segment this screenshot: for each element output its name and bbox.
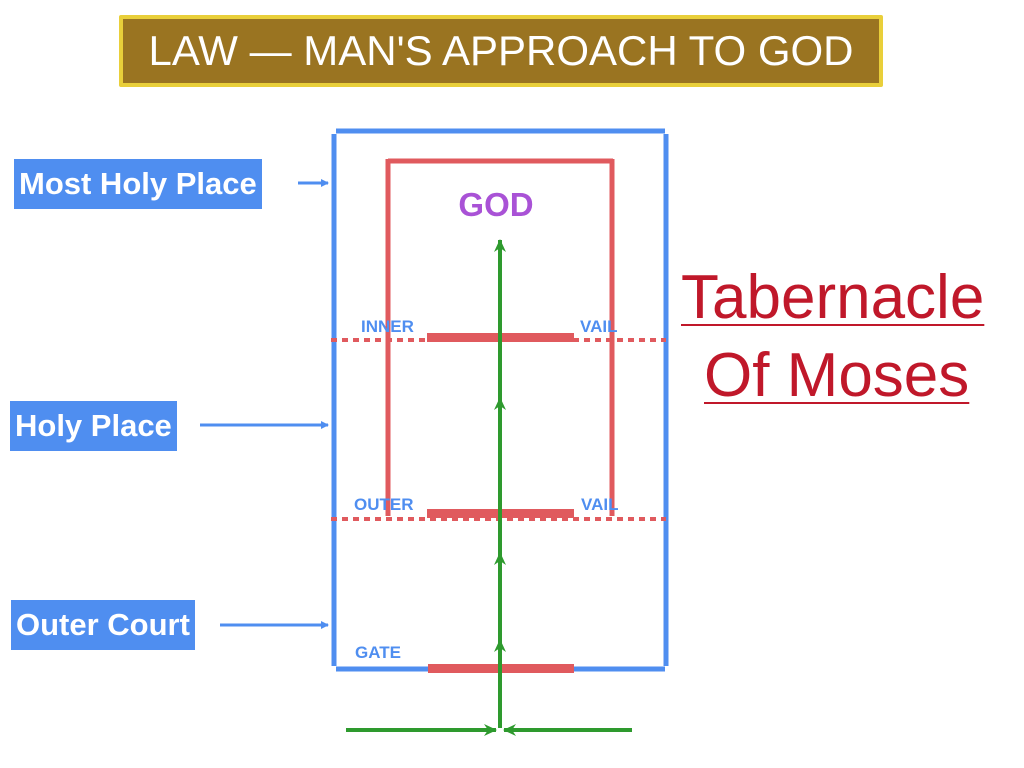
outer-vail-label: VAIL [581,495,618,514]
inner-label: INNER [361,317,414,336]
outer-label: OUTER [354,495,414,514]
sanctuary-boundary [385,158,615,516]
tabernacle-title-line1: Tabernacle [681,263,985,332]
gate-label: GATE [355,643,401,662]
approach-path [346,239,632,736]
label-outer-court: Outer Court [11,600,195,650]
label-most-holy-place: Most Holy Place [14,159,262,209]
slide-title: LAW — MAN'S APPROACH TO GOD [119,15,883,87]
tabernacle-title-line2: Of Moses [704,341,970,410]
inner-vail-label: VAIL [580,317,617,336]
label-holy-place: Holy Place [10,401,177,451]
god-label: GOD [458,186,533,223]
